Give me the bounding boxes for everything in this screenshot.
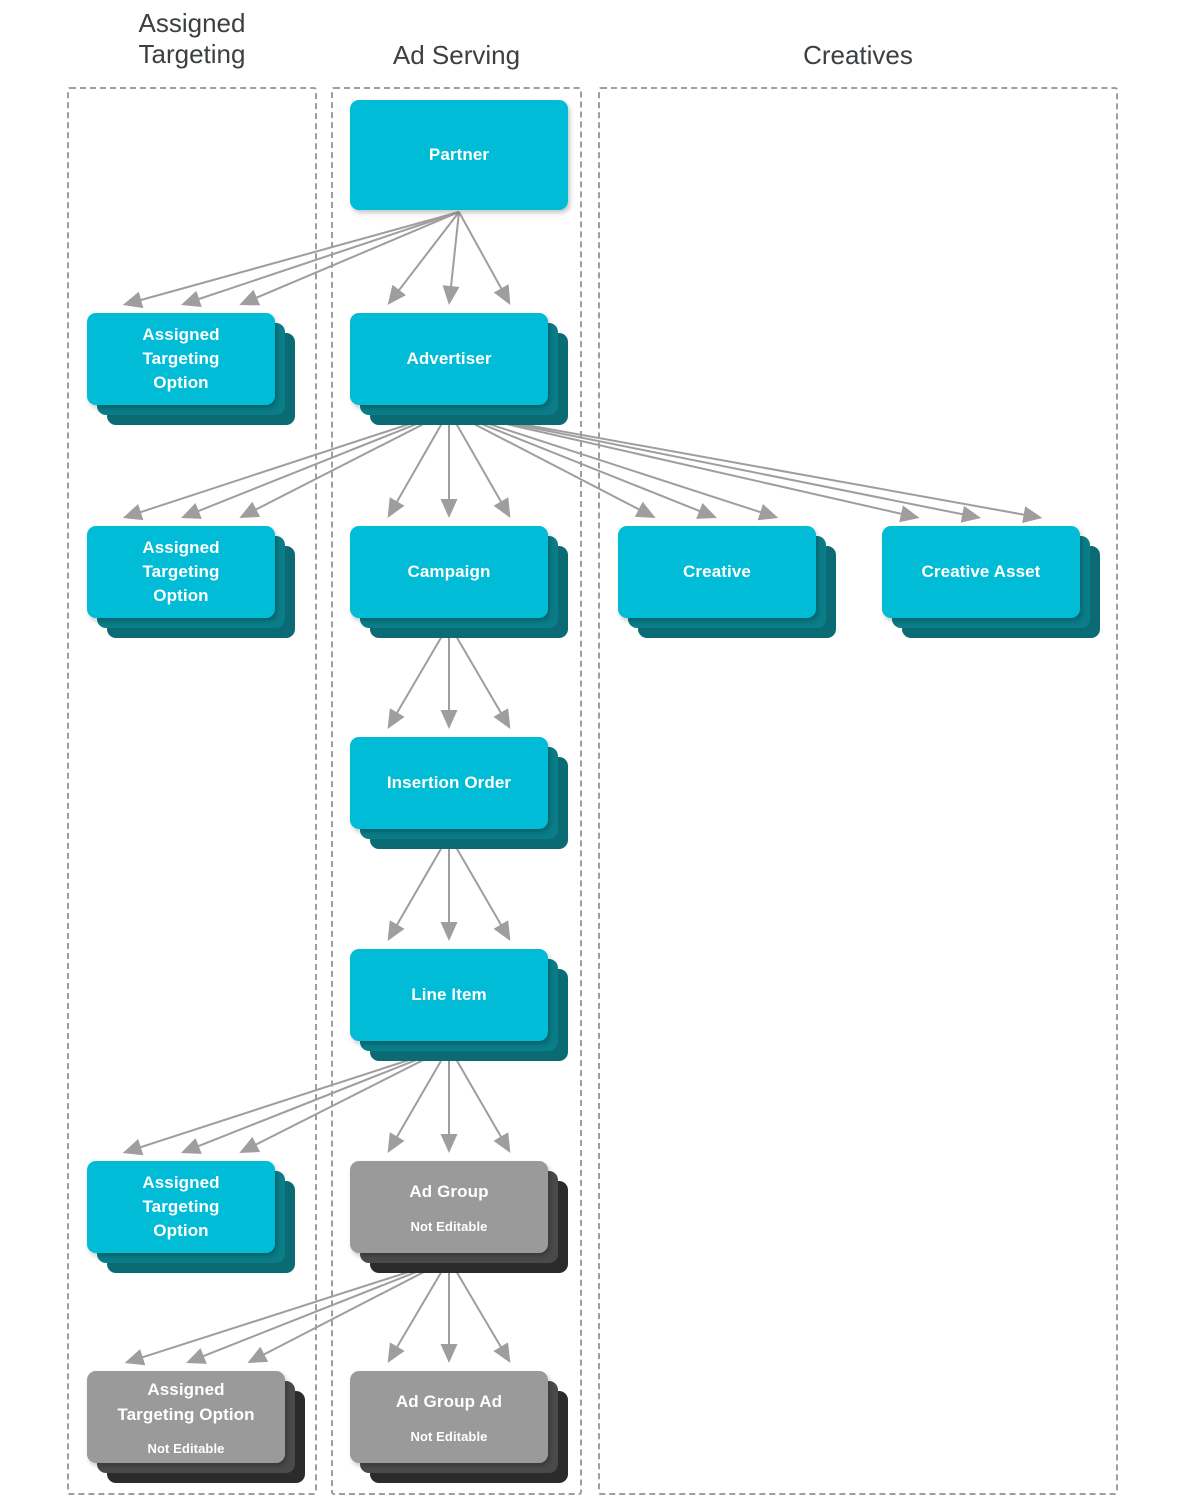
edge-line-item-to-ato-lineitem	[239, 1046, 450, 1153]
edge-ad-group-to-ato-adgroup	[186, 1258, 450, 1364]
node-label: Assigned Targeting Option	[142, 537, 220, 606]
edge-line-item-to-ad-group	[448, 1046, 511, 1153]
node-sublabel: Not Editable	[147, 1440, 225, 1456]
column-container-creatives	[598, 87, 1118, 1495]
edge-line-item-to-ato-lineitem	[181, 1046, 450, 1154]
edge-advertiser-to-creative-asset	[448, 410, 920, 523]
edge-advertiser-to-ato-advertiser	[181, 410, 450, 519]
edge-line-item-to-ad-group	[387, 1046, 450, 1153]
node-creative[interactable]: Creative	[618, 526, 836, 638]
edge-campaign-to-insertion-order	[387, 623, 450, 729]
node-label: Creative Asset	[921, 561, 1041, 581]
column-title-creatives: Creatives	[803, 40, 913, 70]
node-sublabel: Not Editable	[410, 1428, 488, 1444]
node-campaign[interactable]: Campaign	[350, 526, 568, 638]
node-card-campaign[interactable]: Campaign	[350, 526, 548, 618]
edge-ad-group-to-ad-group-ad	[387, 1258, 450, 1363]
node-partner[interactable]: Partner	[350, 100, 568, 210]
column-container-ad-serving	[331, 87, 582, 1495]
node-creative-asset[interactable]: Creative Asset	[882, 526, 1100, 638]
edge-line-item-to-ad-group	[440, 1047, 458, 1153]
edge-partner-to-advertiser	[387, 211, 460, 305]
node-card-advertiser[interactable]: Advertiser	[350, 313, 548, 405]
edge-partner-to-ato-partner	[239, 211, 460, 306]
node-label: Assigned Targeting Option	[142, 1172, 220, 1241]
node-ato-partner[interactable]: Assigned Targeting Option	[87, 313, 295, 425]
node-card-partner[interactable]: Partner	[350, 100, 568, 210]
node-ato-advertiser[interactable]: Assigned Targeting Option	[87, 526, 295, 638]
node-ad-group-ad[interactable]: Ad Group Ad Not Editable	[350, 1371, 568, 1483]
node-label: Assigned Targeting Option	[142, 324, 220, 393]
node-label: Ad Group Ad	[395, 1392, 503, 1412]
edge-advertiser-to-creative-asset	[448, 410, 1043, 523]
node-label: Assigned Targeting Option	[117, 1380, 255, 1424]
edge-insertion-order-to-line-item	[387, 834, 450, 941]
node-card-insertion-order[interactable]: Insertion Order	[350, 737, 548, 829]
edge-insertion-order-to-line-item	[440, 835, 458, 941]
edge-ad-group-to-ato-adgroup	[124, 1258, 450, 1366]
node-label: Line Item	[411, 984, 487, 1004]
column-title-assigned-targeting: Assigned Targeting	[138, 8, 246, 69]
node-label: Partner	[428, 144, 490, 164]
edge-advertiser-to-creative	[448, 410, 656, 518]
node-card-ato-lineitem[interactable]: Assigned Targeting Option	[87, 1161, 275, 1253]
node-label: Campaign	[407, 561, 491, 581]
node-card-ato-partner[interactable]: Assigned Targeting Option	[87, 313, 275, 405]
node-sublabel: Not Editable	[410, 1218, 488, 1234]
edge-advertiser-to-creative	[448, 410, 717, 519]
node-advertiser[interactable]: Advertiser	[350, 313, 568, 425]
node-label: Insertion Order	[386, 772, 512, 792]
column-title-ad-serving: Ad Serving	[392, 40, 521, 70]
edge-partner-to-advertiser	[442, 211, 460, 305]
node-card-creative-asset[interactable]: Creative Asset	[882, 526, 1080, 618]
edge-advertiser-to-campaign	[387, 410, 450, 518]
node-label: Ad Group	[409, 1182, 489, 1202]
node-line-item[interactable]: Line Item	[350, 949, 568, 1061]
edge-advertiser-to-ato-advertiser	[239, 410, 450, 518]
edge-partner-to-ato-partner	[122, 211, 460, 309]
edge-ad-group-to-ad-group-ad	[448, 1258, 511, 1363]
node-card-ad-group-ad[interactable]: Ad Group Ad Not Editable	[350, 1371, 548, 1463]
edge-partner-to-ato-partner	[181, 211, 460, 308]
edge-advertiser-to-campaign	[440, 411, 458, 518]
edge-advertiser-to-ato-advertiser	[122, 410, 450, 521]
edge-ad-group-to-ato-adgroup	[247, 1258, 450, 1363]
node-card-line-item[interactable]: Line Item	[350, 949, 548, 1041]
edge-advertiser-to-campaign	[448, 410, 511, 518]
edge-line-item-to-ato-lineitem	[122, 1046, 450, 1156]
edge-insertion-order-to-line-item	[448, 834, 511, 941]
edge-campaign-to-insertion-order	[440, 624, 458, 729]
edge-advertiser-to-creative-asset	[448, 410, 981, 523]
edge-ad-group-to-ad-group-ad	[440, 1259, 458, 1363]
column-container-assigned-targeting	[67, 87, 317, 1495]
edge-advertiser-to-creative	[448, 410, 779, 521]
edge-partner-to-advertiser	[458, 211, 511, 305]
node-ato-lineitem[interactable]: Assigned Targeting Option	[87, 1161, 295, 1273]
node-label: Creative	[683, 561, 751, 581]
edge-campaign-to-insertion-order	[448, 623, 511, 729]
node-card-ato-advertiser[interactable]: Assigned Targeting Option	[87, 526, 275, 618]
node-label: Advertiser	[406, 348, 492, 368]
node-insertion-order[interactable]: Insertion Order	[350, 737, 568, 849]
node-card-creative[interactable]: Creative	[618, 526, 816, 618]
